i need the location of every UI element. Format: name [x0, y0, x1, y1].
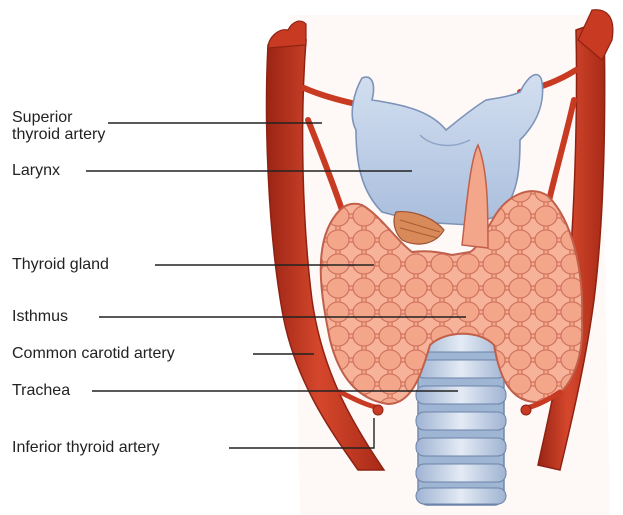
- label-inferior-thyroid-artery: Inferior thyroid artery: [12, 439, 160, 456]
- label-trachea: Trachea: [12, 382, 70, 399]
- label-superior-thyroid-artery-line1: Superior: [12, 109, 105, 126]
- label-larynx: Larynx: [12, 162, 60, 179]
- label-thyroid-gland: Thyroid gland: [12, 256, 109, 273]
- label-superior-thyroid-artery-line2: thyroid artery: [12, 126, 105, 143]
- label-common-carotid-artery: Common carotid artery: [12, 345, 175, 362]
- label-superior-thyroid-artery: Superior thyroid artery: [12, 109, 105, 143]
- label-isthmus: Isthmus: [12, 308, 68, 325]
